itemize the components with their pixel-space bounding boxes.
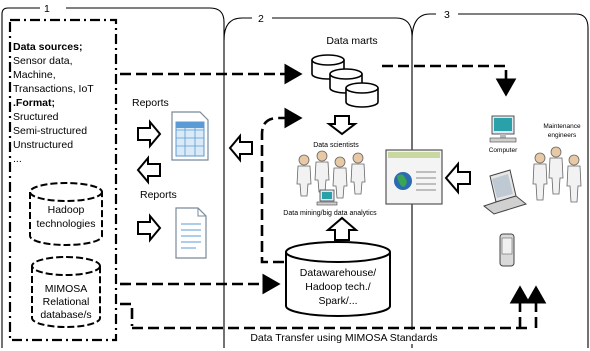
panel-3-number: 3 [444,9,450,21]
document-icon [175,207,207,259]
data-source-item: Machine, [13,69,56,81]
format-item: Sructured [13,111,59,123]
datamarts-to-users-arrow [382,64,517,97]
computer-label: Computer [489,147,518,154]
panel-3-frame [411,13,589,348]
sources-text: Data sources; Sensor data, Machine, Tran… [13,41,94,165]
right-outline-arrow [137,119,162,149]
up-outline-arrow [325,216,359,241]
hadoop-label-line: Hadoop [48,204,85,216]
person-icon [566,154,582,203]
laptop-icon [482,169,528,215]
warehouse-label-line: Hadoop tech./ [305,281,370,293]
down-outline-arrow [326,115,358,136]
format-heading: .Format; [13,97,55,109]
data-source-item: Sensor data, [13,55,73,67]
reports-label-top: Reports [132,97,169,109]
warehouse-label-line: Datawarehouse/ [300,267,377,279]
desktop-computer-icon [489,115,517,143]
spreadsheet-icon [171,111,209,161]
data-source-item: Transactions, IoT [13,83,94,95]
maintenance-label-line: Maintenance [543,123,581,130]
warehouse-to-datamarts-arrow [260,107,303,264]
dashboard-screen-icon [385,149,443,205]
panel-frames [1,7,589,348]
computer-icon [316,189,338,206]
data-mart-cylinder [345,82,379,108]
mobile-phone-icon [499,233,515,267]
format-item: ... [13,153,22,165]
format-item: Unstructured [13,139,73,151]
sources-box [8,18,118,342]
hadoop-label-line: technologies [37,218,96,230]
format-item: Semi-structured [13,125,87,137]
data-sources-heading: Data sources; [13,41,82,53]
data-scientist-figures [296,150,366,199]
block-arrows [136,115,471,243]
maintenance-engineer-figures [532,146,582,203]
data-mining-label: Data mining/big data analytics [283,210,377,217]
reports-label-bottom: Reports [140,189,177,201]
panel-1-frame [1,7,225,348]
datawarehouse-cylinder [285,241,391,317]
transfer-label-bg [240,330,448,344]
hadoop-cylinder [29,182,103,246]
left-outline-arrow [444,161,471,195]
panel-1-number: 1 [44,3,50,15]
left-outline-arrow [228,133,253,163]
person-icon [532,152,548,201]
left-outline-arrow [136,155,161,185]
person-icon [314,150,330,193]
panel-2-number: 2 [258,13,264,25]
dashed-flow-arrows [120,63,547,330]
person-icon [548,146,564,195]
mimosa-cylinder [31,256,101,328]
person-icon [332,156,348,199]
mimosa-label-line: Relational [43,296,90,308]
mimosa-label-line: MIMOSA [45,283,88,295]
data-marts-label: Data marts [326,35,377,47]
warehouse-label-line: Spark/... [318,295,357,307]
person-icon [296,154,312,197]
data-marts-cylinders [311,54,379,108]
maintenance-label-line: engineers [548,132,577,139]
data-scientists-label: Data scientists [313,142,359,149]
data-transfer-label: Data Transfer using MIMOSA Standards [250,332,437,344]
right-outline-arrow [137,213,162,243]
sources-to-transfer-arrow [120,302,134,326]
mimosa-label-line: database/s [40,309,91,321]
person-icon [350,152,366,195]
